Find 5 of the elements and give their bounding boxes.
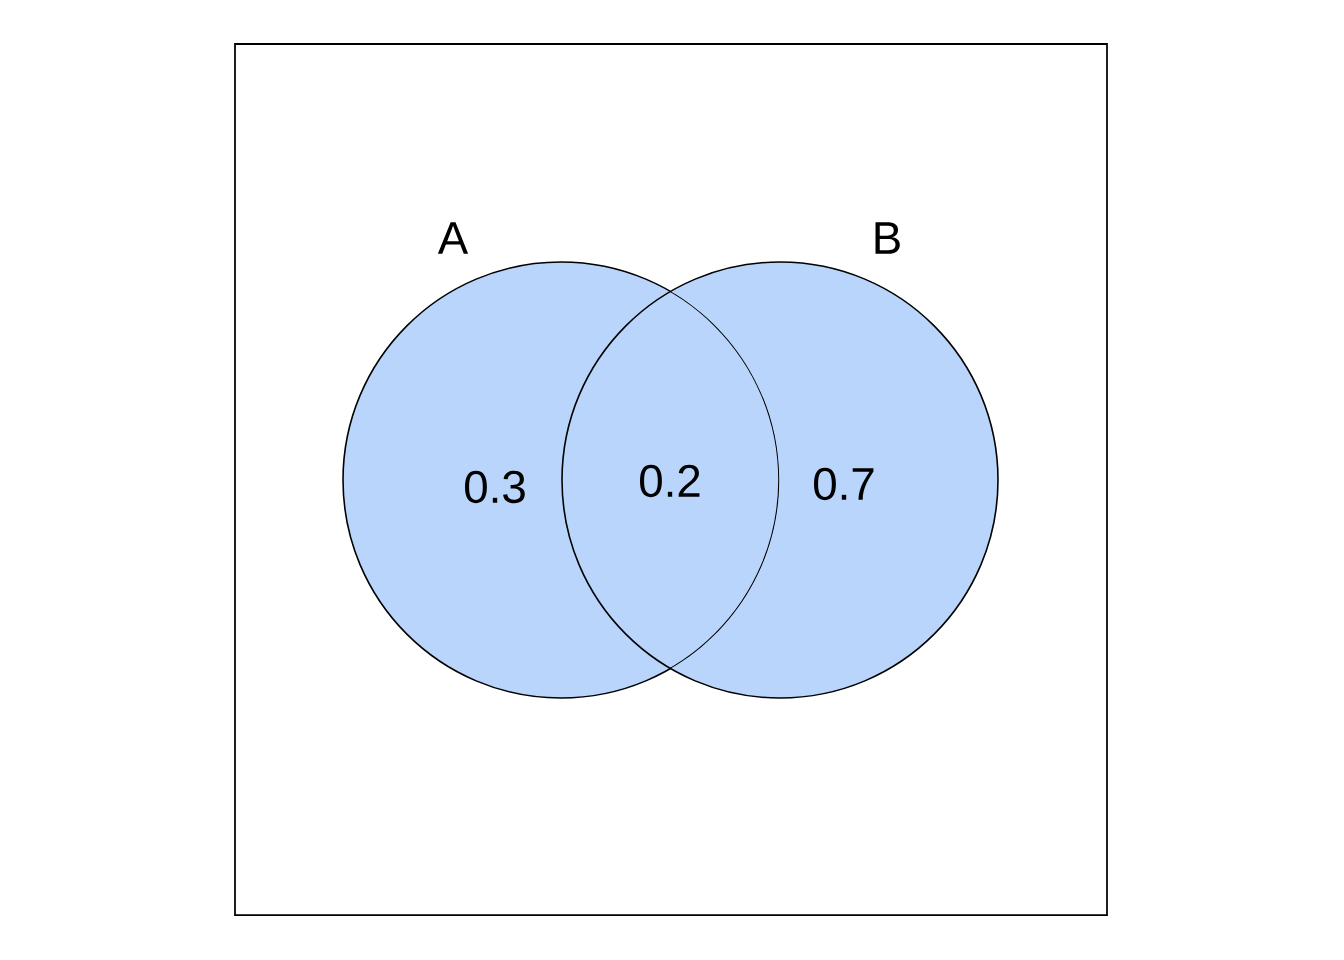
set-label: A [437,222,469,254]
region-value: 0.3 [465,470,525,504]
region-value: 0.2 [640,464,700,498]
region-value: 0.7 [814,467,874,501]
set-label: B [875,222,900,254]
